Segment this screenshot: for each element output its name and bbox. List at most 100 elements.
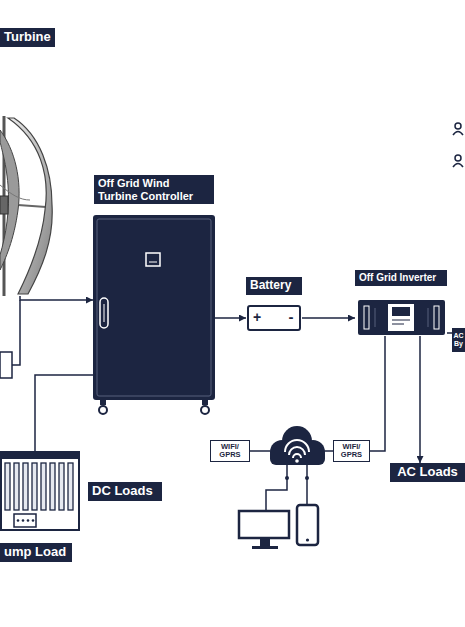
controller-cabinet bbox=[104, 304, 105, 322]
controller-cabinet bbox=[99, 406, 107, 414]
node-label: WIFI/ GPRS bbox=[333, 440, 370, 462]
wire bbox=[0, 352, 12, 378]
dump-load-figure bbox=[1, 452, 79, 530]
resistor-fins bbox=[14, 463, 19, 510]
ac-bypass-node: AC By bbox=[452, 328, 465, 352]
resistor-fins bbox=[50, 463, 55, 510]
connector bbox=[20, 296, 93, 300]
dump-load-figure bbox=[14, 514, 36, 527]
phone-icon bbox=[297, 505, 318, 545]
inverter-unit bbox=[375, 308, 376, 327]
resistor-fins bbox=[5, 463, 10, 510]
wire bbox=[250, 450, 270, 452]
wire bbox=[12, 300, 20, 365]
resistor-fins bbox=[5, 463, 73, 510]
inverter-unit bbox=[392, 307, 410, 316]
turbine-figure bbox=[8, 118, 52, 294]
node-label: Off Grid Wind Turbine Controller bbox=[94, 175, 214, 204]
terminal-block bbox=[27, 519, 30, 522]
connectors bbox=[20, 296, 452, 463]
connector bbox=[302, 317, 355, 319]
battery-symbol bbox=[248, 306, 300, 330]
turbine-figure bbox=[0, 116, 52, 296]
inverter-unit bbox=[388, 304, 414, 331]
terminal-sign: + bbox=[250, 310, 264, 324]
dump-load-figure bbox=[1, 452, 79, 530]
inverter-unit bbox=[392, 324, 404, 325]
wire bbox=[250, 451, 333, 510]
tag-label: DC Loads bbox=[88, 482, 162, 501]
terminal-block bbox=[17, 519, 20, 522]
inverter-unit bbox=[358, 300, 445, 335]
resistor-fins bbox=[32, 463, 37, 510]
node-label: AC By bbox=[452, 328, 465, 352]
user-icon bbox=[455, 155, 461, 161]
cloud-icon bbox=[270, 448, 325, 465]
node-label: WIFI/ GPRS bbox=[210, 440, 250, 462]
controller-cabinet bbox=[100, 298, 108, 328]
wifi-box: WIFI/ GPRS bbox=[333, 440, 370, 462]
wire bbox=[306, 465, 308, 505]
cloud-icon bbox=[293, 454, 301, 458]
cloud-icon bbox=[295, 459, 299, 463]
battery-symbol bbox=[248, 306, 300, 330]
ac-loads-node: AC Loads bbox=[390, 463, 465, 485]
wire bbox=[266, 465, 287, 510]
resistor-fins bbox=[23, 463, 28, 510]
dump-load-node: ump Load bbox=[0, 452, 80, 564]
phone-icon bbox=[306, 538, 309, 541]
inverter-node: Off Grid Inverter bbox=[355, 270, 447, 336]
turbine-figure bbox=[0, 130, 19, 270]
wifi-box: WIFI/ GPRS bbox=[210, 440, 250, 462]
resistor-fins bbox=[68, 463, 73, 510]
wire bbox=[285, 476, 289, 480]
terminal-sign: - bbox=[284, 309, 298, 324]
terminal-block bbox=[17, 519, 35, 522]
terminal-block bbox=[32, 519, 35, 522]
connector bbox=[35, 375, 93, 452]
dump-load-figure bbox=[1, 452, 79, 459]
resistor-fins bbox=[41, 463, 46, 510]
controller-cabinet bbox=[146, 253, 160, 266]
inverter-unit bbox=[392, 320, 410, 321]
controller-cabinet bbox=[93, 215, 215, 414]
wire bbox=[325, 450, 333, 452]
connector bbox=[215, 317, 246, 319]
terminal-block bbox=[22, 519, 25, 522]
inverter-unit bbox=[428, 308, 429, 327]
controller-cabinet bbox=[93, 215, 215, 400]
node-label: Off Grid Inverter bbox=[355, 270, 447, 286]
node-label: ump Load bbox=[0, 543, 72, 562]
controller-cabinet bbox=[97, 219, 211, 396]
battery-node: Battery + - bbox=[246, 277, 302, 332]
user-icon bbox=[453, 123, 463, 167]
cloud-icon bbox=[270, 426, 325, 465]
node-label: Turbine bbox=[0, 28, 55, 47]
turbine-figure bbox=[0, 196, 8, 214]
node-label: AC Loads bbox=[390, 463, 465, 482]
connector bbox=[419, 336, 421, 463]
monitor-icon bbox=[239, 511, 289, 549]
user-icon bbox=[453, 132, 463, 136]
monitor-icon bbox=[239, 511, 289, 538]
controller-cabinet bbox=[100, 400, 106, 405]
controller-cabinet bbox=[149, 262, 157, 263]
inverter-unit bbox=[434, 306, 439, 329]
phone-icon bbox=[297, 505, 318, 545]
resistor-fins bbox=[59, 463, 64, 510]
monitor-icon bbox=[260, 538, 270, 546]
turbine-node: Turbine bbox=[0, 28, 56, 296]
controller-cabinet bbox=[201, 406, 209, 414]
user-icon bbox=[455, 123, 461, 129]
node-label: Battery bbox=[246, 277, 302, 295]
inverter-unit bbox=[364, 306, 369, 329]
controller-cabinet bbox=[202, 400, 208, 405]
user-icon bbox=[453, 164, 463, 168]
wire bbox=[305, 476, 309, 480]
monitor-icon bbox=[252, 546, 278, 549]
wire bbox=[0, 300, 20, 378]
connector bbox=[370, 336, 385, 451]
inverter-unit bbox=[358, 300, 445, 335]
